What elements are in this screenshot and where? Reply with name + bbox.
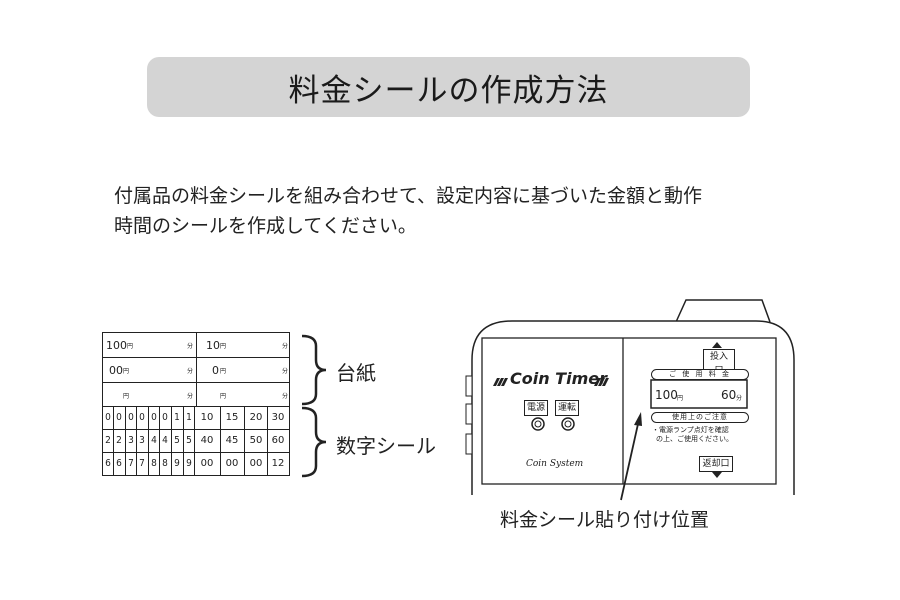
page-title: 料金シールの作成方法 [147,57,750,117]
digit-cell: 2 [116,435,122,446]
device-top-bump [675,299,771,323]
display-time-unit: 分 [736,395,743,402]
min-unit: 分 [282,368,289,375]
price-display-box [650,379,748,409]
number-cell: 00 [249,458,263,469]
number-cell: 45 [225,435,239,446]
sticker-sheet: 100 円 分 10 円 分 00 円 分 0 円 分 円 分 円 分 0 0 … [102,332,290,476]
min-unit: 分 [187,393,194,400]
digit-cell: 8 [151,458,157,469]
digit-cell: 0 [128,412,134,423]
digit-cell: 3 [128,435,134,446]
notice-line-2: の上、ご使用ください。 [656,435,733,443]
brace-base-paper [301,334,327,406]
digit-cell: 8 [162,458,168,469]
device-side-tab [465,433,473,455]
digit-cell: 4 [162,435,168,446]
device-side-tab [465,375,473,397]
run-button[interactable]: 運転 [555,400,579,416]
digit-cell: 7 [128,458,134,469]
base-row-2-right: 0 [212,364,219,377]
yen-unit: 円 [220,368,227,375]
digit-cell: 3 [139,435,145,446]
base-row-1-right: 10 [206,339,220,352]
number-cell: 50 [249,435,263,446]
intro-text: 付属品の料金シールを組み合わせて、設定内容に基づいた金額と動作 時間のシールを作… [114,181,814,241]
digit-cell: 1 [186,412,192,423]
min-unit: 分 [282,393,289,400]
notice-line-1: ・電源ランプ点灯を確認 [652,426,729,434]
digit-cell: 1 [174,412,180,423]
base-row-1-left: 100 [106,339,127,352]
yen-unit: 円 [123,393,130,400]
return-arrow-icon [712,472,722,478]
min-unit: 分 [187,368,194,375]
yen-unit: 円 [123,368,130,375]
insert-arrow-icon [712,342,722,348]
display-time: 60 [721,388,737,402]
number-cell: 40 [200,435,214,446]
intro-line-1: 付属品の料金シールを組み合わせて、設定内容に基づいた金額と動作 [114,185,703,207]
brand-text: Coin System [526,459,584,469]
base-row-2-left: 00 [109,364,123,377]
pointer-arrow-head [634,412,642,426]
coin-timer-logo: Coin Timer [510,369,607,388]
intro-line-2: 時間のシールを作成してください。 [114,215,417,237]
min-unit: 分 [187,343,194,350]
yen-unit: 円 [220,393,227,400]
number-cell: 60 [271,435,285,446]
digit-cell: 0 [116,412,122,423]
digit-cell: 9 [186,458,192,469]
digit-cell: 0 [162,412,168,423]
device-side-tab [465,403,473,425]
label-base-paper: 台紙 [336,361,376,385]
notice-label: 使用上のご注意 [651,412,749,423]
digit-cell: 7 [139,458,145,469]
number-cell: 20 [249,412,263,423]
coin-return-slot[interactable]: 返却口 [699,456,733,472]
digit-cell: 9 [174,458,180,469]
digit-cell: 5 [186,435,192,446]
display-price-unit: 円 [677,395,684,402]
digit-cell: 0 [151,412,157,423]
display-price: 100 [655,388,678,402]
number-cell: 10 [200,412,214,423]
digit-cell: 0 [139,412,145,423]
number-cell: 15 [225,412,239,423]
digit-cell: 0 [105,412,111,423]
digit-cell: 6 [105,458,111,469]
logo-slashes [493,378,609,386]
number-cell: 12 [271,458,285,469]
min-unit: 分 [282,343,289,350]
label-digit-stickers: 数字シール [336,434,436,458]
digit-cell: 2 [105,435,111,446]
pointer-arrow-line [620,423,639,501]
sticker-position-caption: 料金シール貼り付け位置 [500,509,710,531]
power-button[interactable]: 電源 [524,400,548,416]
yen-unit: 円 [127,343,134,350]
digit-cell: 6 [116,458,122,469]
number-cell: 00 [200,458,214,469]
number-cell: 30 [271,412,285,423]
number-cell: 00 [225,458,239,469]
digit-cell: 4 [151,435,157,446]
brace-digit-stickers [301,406,327,478]
usage-fee-label: ご 使 用 料 金 [651,369,749,380]
yen-unit: 円 [220,343,227,350]
digit-cell: 5 [174,435,180,446]
